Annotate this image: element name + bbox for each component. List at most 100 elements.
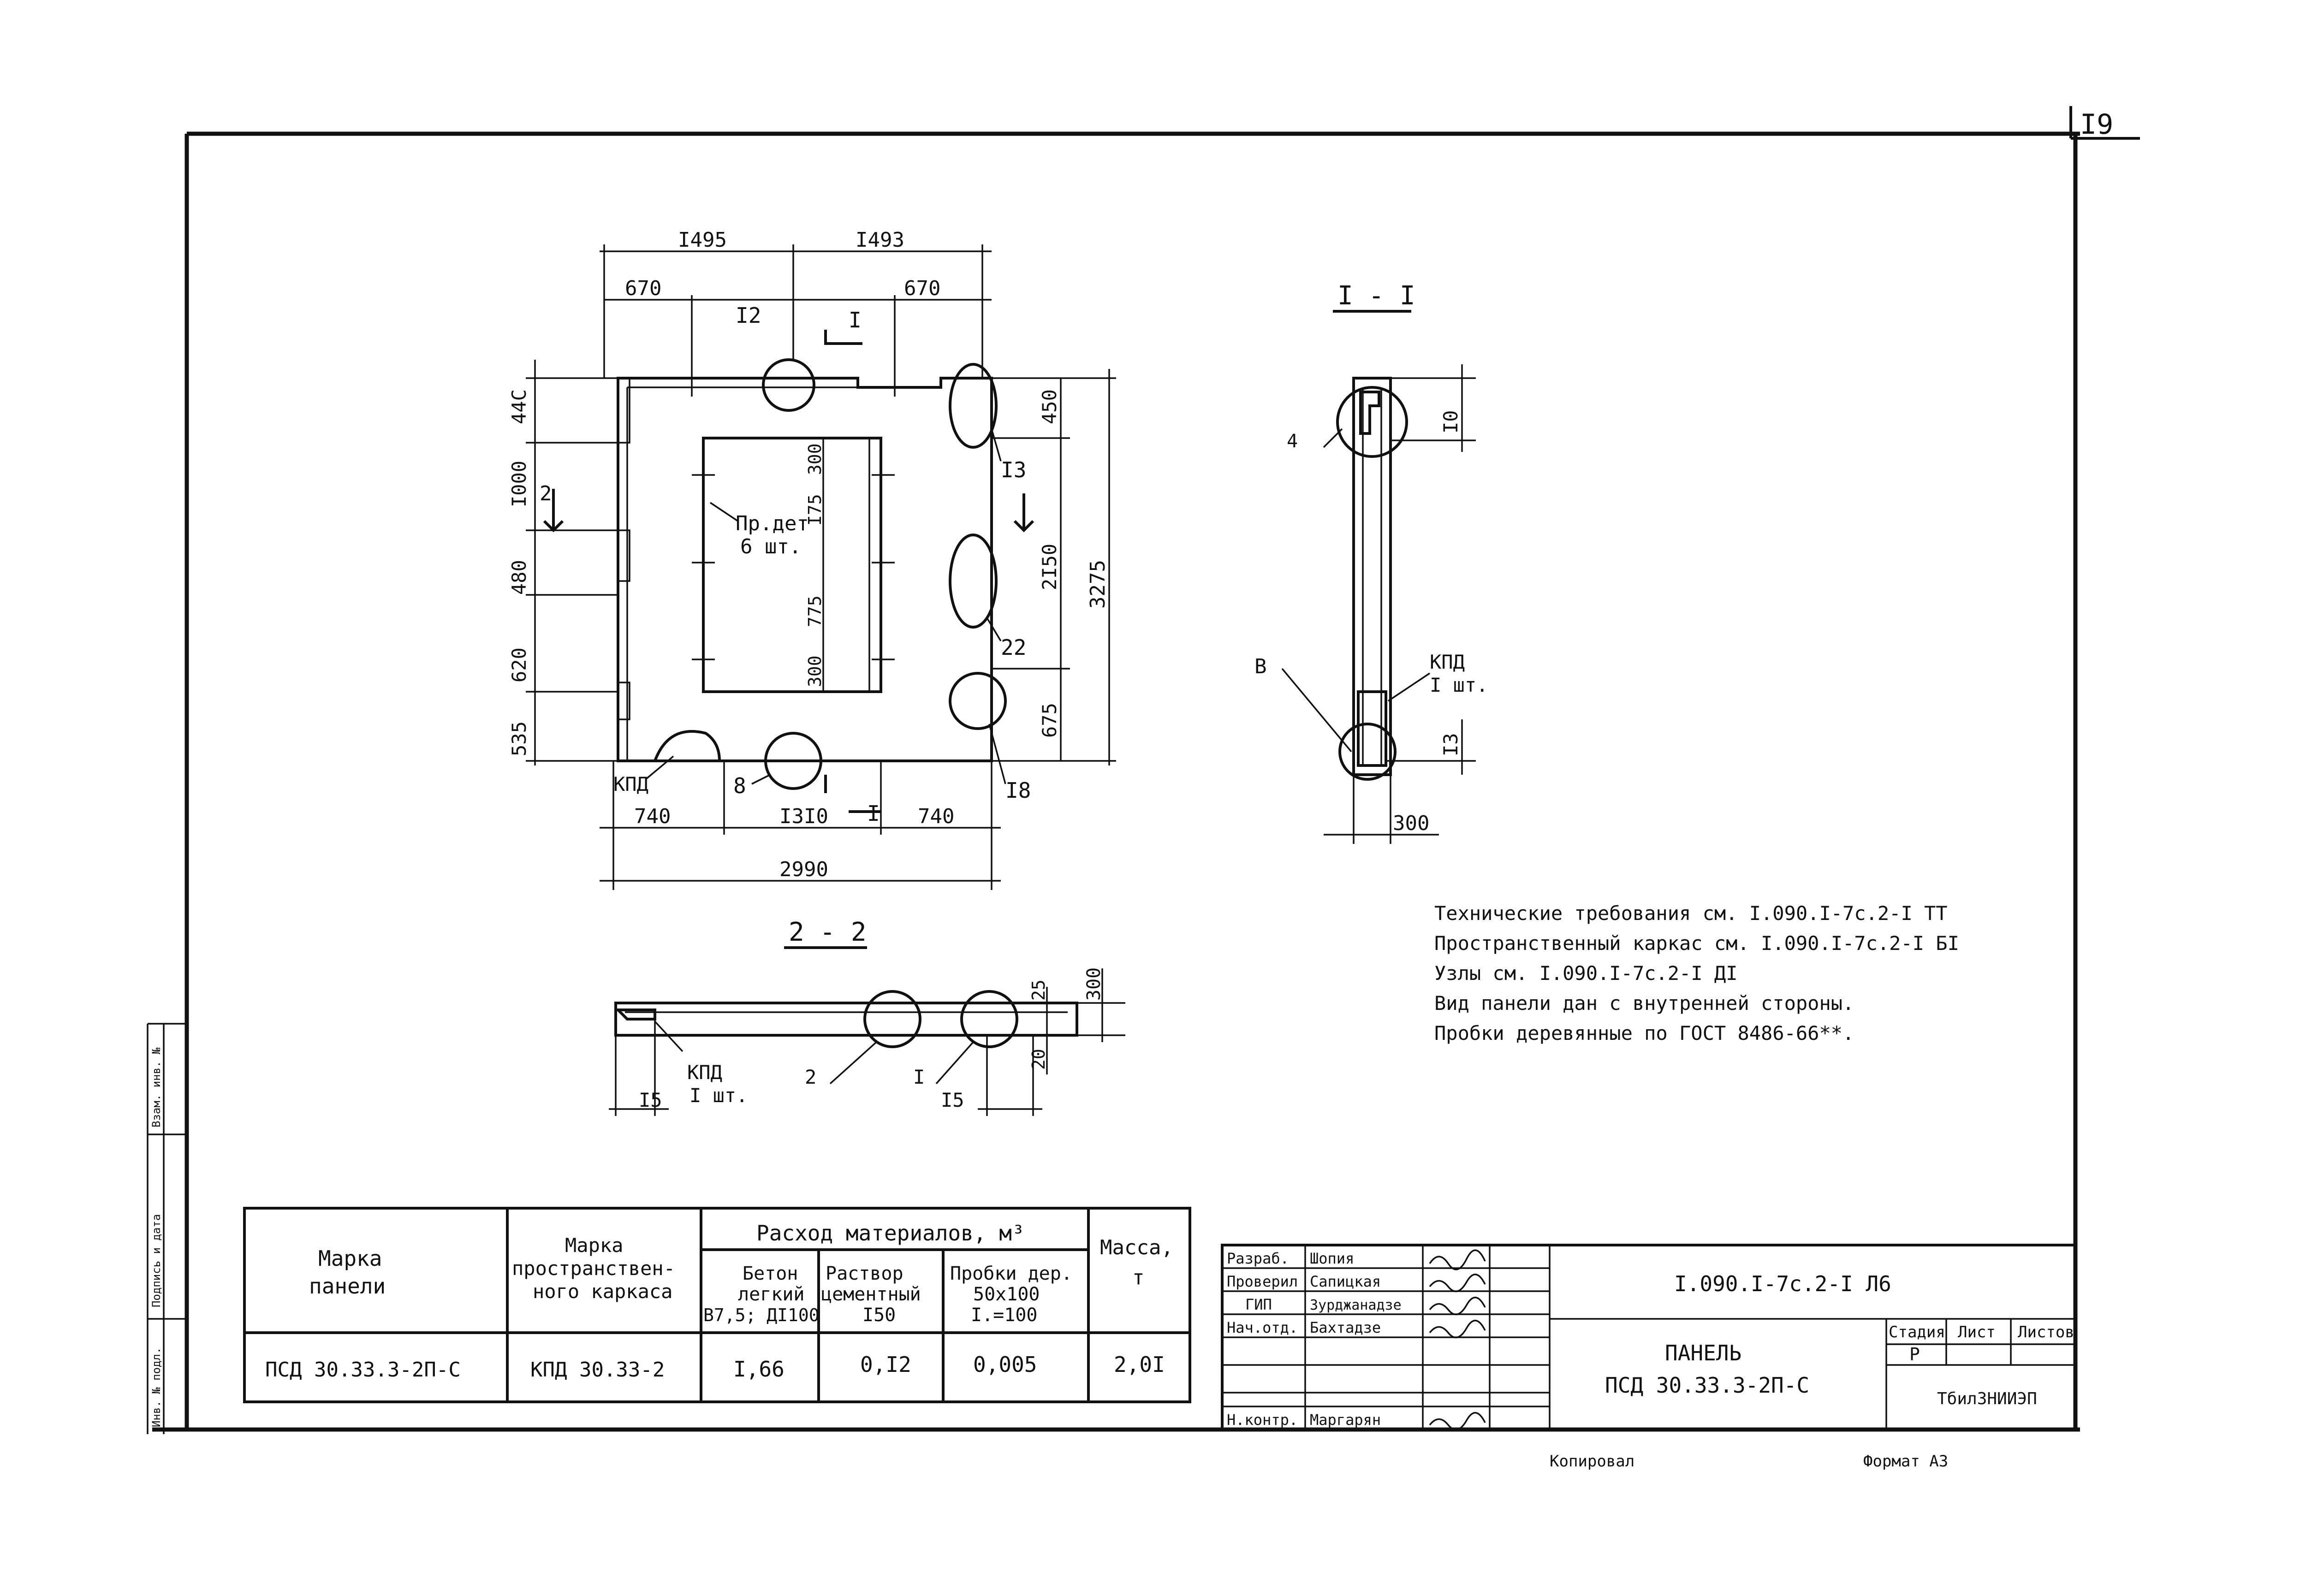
spec-row-plugs: 0,005 — [973, 1352, 1037, 1377]
dim-right-3: 675 — [1038, 703, 1061, 738]
left-notch-mid — [617, 529, 630, 582]
dim-inner-4: 300 — [805, 655, 825, 687]
stamp-role-4: Нач.отд. — [1227, 1319, 1298, 1336]
dim-left-2: I000 — [508, 461, 530, 507]
dim-total: 2990 — [779, 858, 828, 881]
spec-h-mortar-3: I50 — [862, 1305, 896, 1326]
section-1-1-dim-right: I3 — [1439, 733, 1462, 756]
section-1-1: I - I I0 I3 300 4 B КПД I шт. — [1254, 281, 1488, 844]
stamp-role-1: Разраб. — [1227, 1250, 1289, 1267]
stamp-sheets-label: Листов — [2018, 1323, 2074, 1341]
stamp-signatures — [1429, 1249, 1486, 1431]
spec-h-mark-1: Марка — [318, 1246, 382, 1271]
callout-18: I8 — [1005, 778, 1031, 803]
section-2-2-dim-v-2: 300 — [1083, 967, 1105, 1001]
callout-8: 8 — [733, 773, 746, 798]
stamp-name-2: Сапицкая — [1310, 1273, 1381, 1290]
section-2-2-frame-label-2: I шт. — [689, 1084, 748, 1107]
dim-right-1: 450 — [1038, 389, 1061, 424]
note-2: Пространственный каркас см. I.090.I-7с.2… — [1434, 932, 1959, 955]
spec-h-plugs-2: 50х100 — [973, 1284, 1040, 1305]
section-1-1-frame-label-1: КПД — [1430, 651, 1465, 673]
dim-height: 3275 — [1086, 560, 1110, 609]
spec-row-mass: 2,0I — [1114, 1352, 1165, 1377]
section-1-1-dim-bottom: 300 — [1393, 812, 1429, 835]
section-2-2-dim-v-3: 20 — [1028, 1049, 1049, 1070]
section-2-2-callout-2 — [863, 990, 921, 1048]
left-notch-bottom — [617, 682, 630, 720]
frame-corner-mark — [654, 730, 721, 762]
dimension-lines-top — [600, 244, 992, 397]
stamp-title-2: ПСД 30.33.3-2П-С — [1605, 1373, 1809, 1398]
strip-label-2: Подпись и дата — [150, 1214, 163, 1307]
dimension-lines-bottom — [600, 761, 1001, 890]
callout-13: I3 — [1001, 457, 1026, 482]
copied-label: Копировал — [1550, 1452, 1634, 1471]
section-1-1-callout-b: B — [1254, 655, 1267, 678]
section-2-2-callout-1 — [960, 990, 1018, 1048]
section-1-1-callout-bottom — [1338, 723, 1397, 781]
callout-8-leader — [751, 774, 771, 785]
callout-circle-13 — [949, 363, 998, 449]
stamp-org: ТбилЗНИИЭП — [1937, 1389, 2037, 1408]
dim-inner-1: 300 — [805, 443, 825, 475]
dim-left-1: 44C — [508, 389, 530, 424]
dim-top-sub-right: 670 — [904, 277, 940, 300]
dim-top-sub-left: 670 — [625, 277, 661, 300]
callout-12: I2 — [736, 303, 761, 328]
section-mark-2-label: 2 — [540, 482, 552, 505]
spec-h-frame-2: пространствен- — [512, 1257, 675, 1280]
spec-h-materials: Расход материалов, м³ — [756, 1221, 1025, 1246]
section-1-1-dims — [1281, 364, 1476, 844]
wood-plugs — [692, 474, 895, 660]
note-4: Вид панели дан с внутренней стороны. — [1434, 992, 1854, 1015]
dimension-lines-right — [992, 369, 1116, 765]
stamp-name-3: Зурджанадзе — [1310, 1297, 1402, 1313]
section-1-1-body — [1352, 377, 1392, 776]
spec-h-mortar-2: цементный — [821, 1284, 921, 1305]
callout-22-leader — [986, 617, 1002, 641]
section-mark-top-label: I — [849, 308, 862, 332]
callout-circle-8 — [764, 732, 822, 790]
stamp-stage-label: Стадия — [1889, 1323, 1945, 1341]
section-2-2-frame-label-1: КПД — [687, 1061, 722, 1084]
notes: Технические требования см. I.090.I-7с.2-… — [1434, 902, 1959, 1044]
section-2-2-frame-detail — [614, 1009, 656, 1020]
spec-h-concrete-2: легкий — [738, 1284, 805, 1305]
opening-label-2: 6 шт. — [740, 535, 801, 558]
dim-bottom-left: 740 — [634, 805, 671, 828]
section-mark-bottom-label: I — [867, 801, 880, 826]
stamp-sheet-label: Лист — [1958, 1323, 1996, 1341]
callout-22: 22 — [1001, 635, 1026, 660]
note-3: Узлы см. I.090.I-7с.2-I ДI — [1434, 962, 1737, 985]
stamp-title-1: ПАНЕЛЬ — [1665, 1341, 1741, 1365]
callout-circle-22 — [949, 534, 998, 629]
stamp-doc-code: I.090.I-7с.2-I Л6 — [1674, 1271, 1891, 1296]
dim-top-right: I493 — [856, 228, 904, 252]
plan-frame-label: КПД — [613, 773, 648, 795]
note-1: Технические требования см. I.090.I-7с.2-… — [1434, 902, 1948, 925]
dim-left-3: 480 — [508, 560, 530, 595]
spec-row-mark: ПСД 30.33.3-2П-С — [265, 1358, 461, 1382]
spec-table: Марка панели Марка пространствен- ного к… — [243, 1207, 1191, 1403]
section-1-1-dim-top: I0 — [1439, 410, 1462, 433]
section-1-1-frame-label-2: I шт. — [1430, 674, 1488, 696]
spec-h-mortar-1: Раствор — [826, 1263, 903, 1284]
format-label: Формат А3 — [1863, 1452, 1948, 1471]
left-notch-top — [617, 377, 630, 444]
section-1-1-frame-leader — [1388, 672, 1430, 702]
callout-18-leader — [988, 724, 1006, 784]
opening-leader — [710, 502, 738, 522]
window-opening — [702, 437, 882, 693]
section-1-1-title: I - I — [1337, 281, 1415, 311]
plan-view: I495 I493 670 670 I2 I 44C I000 480 620 … — [508, 228, 1116, 890]
spec-h-frame-1: Марка — [565, 1234, 623, 1257]
stamp-stage: Р — [1909, 1344, 1920, 1365]
section-2-2-dim-v-1: 25 — [1028, 979, 1049, 1001]
section-mark-top — [824, 330, 862, 345]
dim-right-2: 2I50 — [1038, 544, 1061, 590]
stamp-grid — [1222, 1245, 2075, 1430]
dim-inner-2: I75 — [805, 494, 825, 526]
stamp-role-7: Н.контр. — [1227, 1411, 1298, 1429]
